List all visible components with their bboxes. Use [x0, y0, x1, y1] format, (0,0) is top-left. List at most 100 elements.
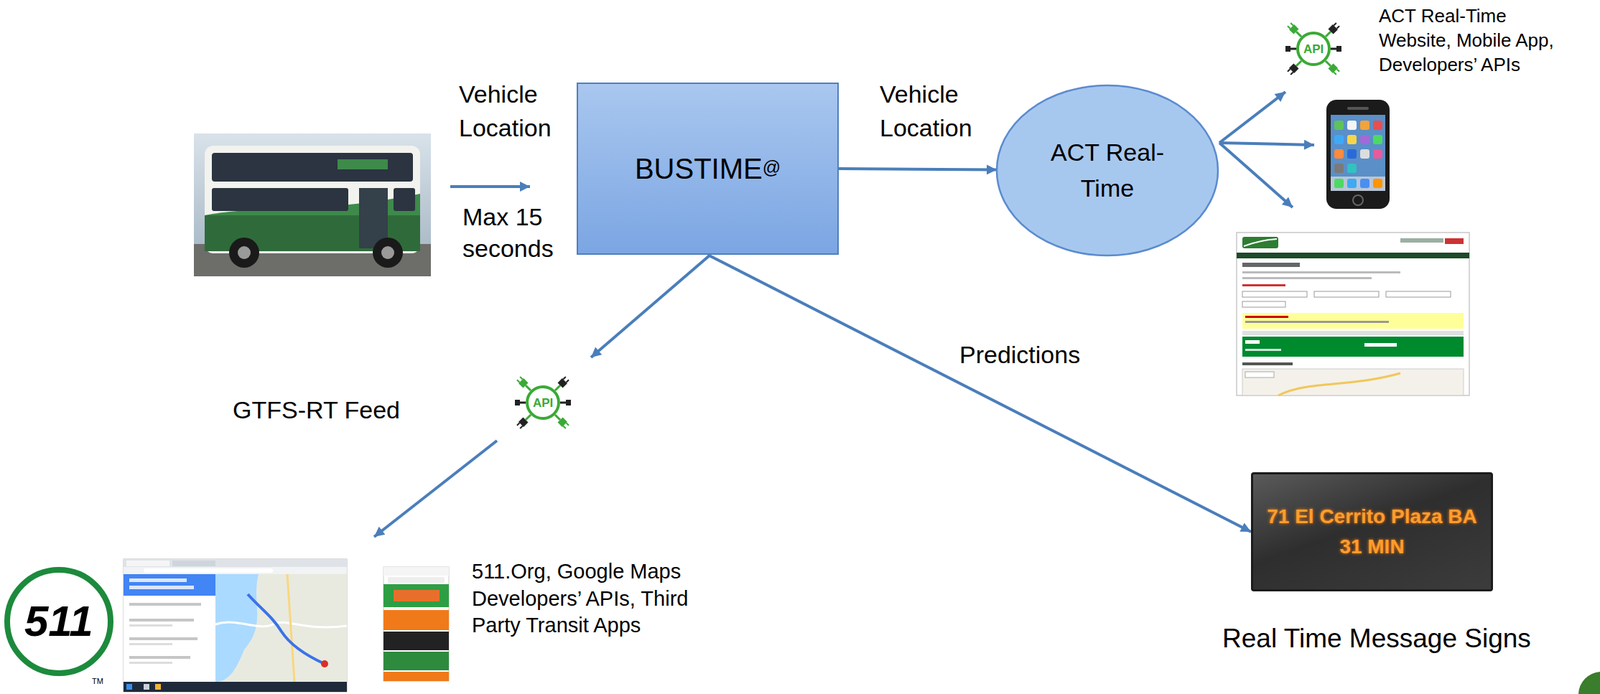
- website-screenshot: [1385, 291, 1451, 298]
- map-screenshot: [321, 660, 329, 668]
- website-screenshot: [1444, 238, 1464, 245]
- sign-text: 31 MIN: [1266, 532, 1478, 563]
- phone-illustration: [1330, 176, 1386, 192]
- corner-mark: [1578, 672, 1600, 694]
- map-screenshot: [287, 574, 295, 683]
- phone-illustration: [1347, 107, 1369, 110]
- logo-text: 511: [24, 600, 94, 644]
- map-screenshot: [129, 637, 198, 641]
- website-screenshot: [1278, 373, 1401, 396]
- phone-illustration: [1326, 99, 1390, 209]
- website-screenshot: [1236, 232, 1470, 396]
- trademark-mark: TM: [91, 677, 104, 686]
- app-screenshot: [383, 567, 449, 682]
- system-name: BUSTIME: [634, 152, 763, 185]
- api-label: API: [1303, 43, 1324, 56]
- bus-photo: [229, 237, 260, 268]
- app-screenshot: [383, 672, 449, 682]
- system-ellipse: ACT Real-Time: [995, 84, 1220, 258]
- flow-arrow: [1219, 91, 1286, 143]
- website-screenshot: [1364, 343, 1397, 347]
- edge-label: Predictions: [959, 340, 1081, 370]
- phone-illustration: [1360, 149, 1370, 159]
- map-screenshot: [215, 574, 259, 683]
- map-screenshot: [215, 574, 347, 683]
- website-screenshot: [1242, 271, 1401, 274]
- feed-label: GTFS-RT Feed: [232, 395, 400, 426]
- map-screenshot: [123, 574, 216, 597]
- flow-arrow: [591, 255, 710, 358]
- phone-illustration: [1373, 120, 1383, 130]
- app-screenshot: [383, 567, 449, 682]
- map-screenshot: [129, 643, 173, 646]
- connector-arrow: [838, 168, 997, 170]
- map-screenshot: [155, 684, 161, 691]
- app-screenshot: [387, 577, 445, 584]
- phone-illustration: [1347, 178, 1357, 189]
- sign-text: 71 El Cerrito Plaza BA: [1266, 501, 1478, 533]
- map-screenshot: [247, 594, 325, 665]
- phone-illustration: [1334, 178, 1344, 189]
- map-screenshot: [123, 559, 347, 568]
- superscript-mark: @: [762, 157, 781, 178]
- website-screenshot: [1242, 313, 1464, 329]
- flow-arrow: [1219, 142, 1315, 146]
- text-group: 71 El Cerrito Plaza BA31 MIN: [1266, 501, 1478, 563]
- timing-note: Max 15 seconds: [462, 201, 571, 265]
- map-screenshot: [129, 619, 194, 622]
- phone-illustration: [1334, 135, 1344, 145]
- map-screenshot: [123, 574, 216, 683]
- map-screenshot: [126, 560, 170, 567]
- bus-photo: [193, 133, 431, 277]
- bus-photo: [204, 145, 421, 254]
- map-screenshot: [123, 559, 347, 693]
- map-screenshot: [129, 578, 187, 583]
- system-name: ACT Real-Time: [1046, 135, 1169, 207]
- website-screenshot: [1242, 369, 1464, 396]
- map-screenshot: [129, 603, 202, 607]
- bus-photo: [211, 188, 349, 212]
- map-screenshot: [126, 684, 133, 691]
- map-screenshot: [123, 567, 347, 575]
- connector-arrow: [708, 254, 1252, 533]
- website-screenshot: [1242, 362, 1293, 366]
- website-screenshot: [1243, 239, 1277, 247]
- bus-photo: [393, 188, 416, 212]
- app-screenshot: [393, 590, 440, 602]
- corner-mark: [1578, 672, 1600, 694]
- website-screenshot: [1400, 238, 1444, 243]
- website-screenshot: [1242, 331, 1464, 336]
- flow-label: Vehicle Location: [458, 77, 567, 146]
- text-group: ACT Real-Time: [1046, 135, 1169, 207]
- website-screenshot: [1242, 291, 1308, 298]
- logo-ring: [7, 570, 111, 674]
- website-screenshot: [1314, 291, 1379, 298]
- website-screenshot: [1242, 262, 1300, 268]
- phone-illustration: [1347, 135, 1357, 145]
- phone-illustration: [1347, 120, 1357, 130]
- website-screenshot: [1242, 284, 1286, 287]
- phone-illustration: [1347, 149, 1357, 159]
- flow-arrow: [450, 185, 530, 189]
- phone-illustration: [1373, 135, 1383, 145]
- api-icon: [514, 376, 571, 431]
- website-screenshot: [1245, 340, 1260, 344]
- phone-illustration: [1347, 163, 1357, 174]
- output-note: Real Time Message Signs: [1222, 623, 1532, 655]
- bus-photo: [237, 246, 251, 260]
- output-note: ACT Real-Time Website, Mobile App, Devel…: [1378, 4, 1567, 77]
- output-note: 511.Org, Google Maps Developers’ APIs, T…: [471, 558, 702, 640]
- map-screenshot: [215, 622, 347, 628]
- app-screenshot: [383, 610, 449, 631]
- phone-illustration: [1326, 99, 1390, 209]
- map-screenshot: [129, 662, 173, 665]
- website-screenshot: [1236, 232, 1470, 396]
- phone-illustration: [1330, 114, 1386, 192]
- website-screenshot: [1245, 371, 1274, 378]
- phone-illustration: [1373, 149, 1383, 159]
- website-screenshot: [1245, 321, 1389, 324]
- map-screenshot: [129, 585, 194, 590]
- bus-photo: [211, 152, 413, 182]
- app-screenshot: [383, 631, 449, 651]
- phone-illustration: [1373, 178, 1383, 189]
